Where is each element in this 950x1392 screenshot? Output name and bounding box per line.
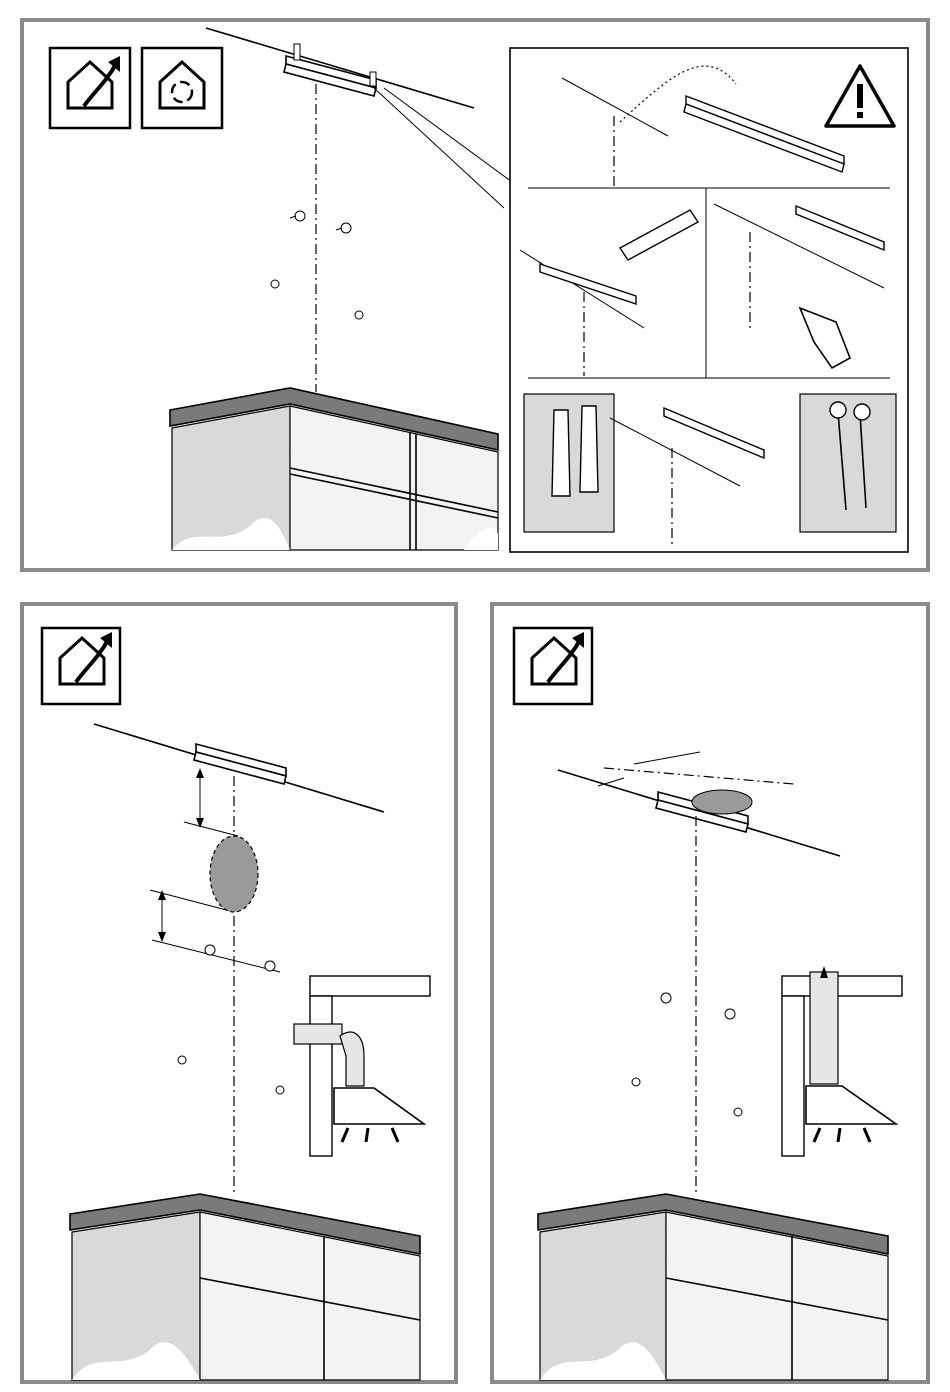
duct-hole	[210, 836, 258, 912]
screw	[725, 1009, 735, 1019]
screw	[336, 223, 351, 233]
screw	[661, 993, 671, 1003]
drill-hole	[632, 1078, 640, 1086]
ducted-exhaust-icon	[50, 48, 130, 128]
hood-side-outlet-diagram	[294, 976, 430, 1156]
panel-ducted-side-outlet	[20, 602, 458, 1384]
screw	[205, 945, 215, 955]
drill-hole	[355, 311, 363, 319]
wall-bracket	[284, 44, 376, 96]
ducted-exhaust-icon	[42, 628, 120, 704]
kitchen-cabinet	[538, 1194, 888, 1380]
recirculation-icon	[142, 48, 222, 128]
wall-bracket	[194, 744, 286, 784]
panel-ducted-top-outlet	[490, 602, 930, 1384]
drill-hole	[734, 1108, 742, 1116]
duct-hole	[692, 790, 752, 814]
drill-hole	[178, 1056, 186, 1064]
detail-inset	[510, 48, 908, 552]
kitchen-cabinet	[170, 388, 498, 550]
panel-bracket-installation	[20, 18, 930, 572]
screw	[265, 961, 275, 971]
kitchen-cabinet	[70, 1194, 420, 1380]
hood-top-outlet-diagram	[782, 966, 902, 1156]
ducted-exhaust-icon	[514, 628, 592, 704]
drill-hole	[271, 280, 279, 288]
screw	[290, 211, 305, 221]
drill-hole	[276, 1086, 284, 1094]
